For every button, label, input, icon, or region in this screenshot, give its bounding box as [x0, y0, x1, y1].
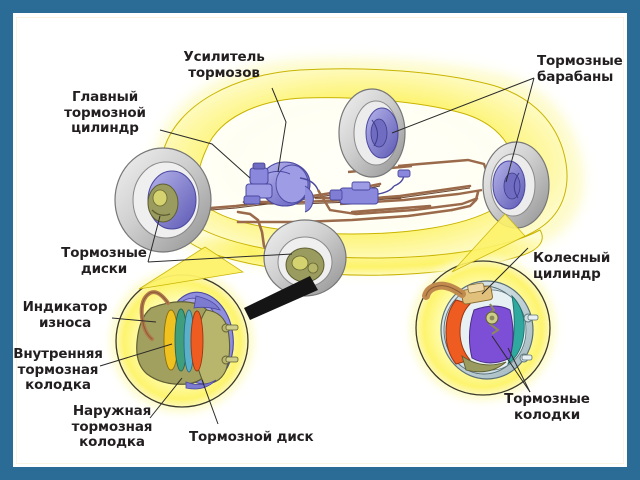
- leader-inner-pad: [99, 343, 173, 367]
- drum-brake-assembly: [422, 280, 539, 380]
- leader-master-cylinder: [159, 129, 251, 179]
- label-brake-booster: Усилитель тормозов: [183, 49, 265, 81]
- leader-brake-discs-a: [147, 215, 161, 263]
- label-wheel-cylinder: Колесный цилиндр: [533, 250, 611, 282]
- callout-leaders: [99, 77, 535, 425]
- leader-brake-shoes-a: [491, 335, 531, 393]
- label-outer-brake-pad: Наружная тормозная колодка: [71, 403, 153, 450]
- wheel-front-right: [263, 219, 347, 297]
- leader-outer-pad: [149, 377, 183, 419]
- label-brake-shoes: Тормозные колодки: [504, 391, 590, 423]
- leader-brake-booster: [271, 87, 287, 173]
- leader-brake-drums-b: [505, 77, 535, 183]
- label-brake-drums: Тормозные барабаны: [537, 53, 623, 85]
- wheel-rear-left: [338, 88, 406, 178]
- wheel-front-left: [114, 147, 212, 253]
- detail-circle-drum-brake: [410, 213, 556, 401]
- leader-brake-disc: [201, 379, 219, 425]
- wheel-rear-right: [482, 141, 550, 229]
- label-master-cylinder: Главный тормозной цилиндр: [64, 89, 146, 136]
- label-wear-indicator: Индикатор износа: [22, 299, 108, 331]
- leader-wheel-cylinder: [481, 247, 529, 295]
- leader-brake-drums-a: [391, 77, 535, 134]
- leader-brake-discs-b: [147, 253, 293, 263]
- disc-brake-assembly: [136, 290, 239, 390]
- pressure-regulator: [329, 169, 411, 205]
- label-brake-disc: Тормозной диск: [189, 429, 314, 445]
- leader-brake-shoes-b: [507, 347, 531, 393]
- leader-wear-indicator: [111, 317, 157, 323]
- detail-circle-disc-brake: [110, 246, 318, 413]
- brake-booster-assembly: [243, 161, 319, 213]
- label-brake-discs: Тормозные диски: [61, 245, 147, 277]
- label-inner-brake-pad: Внутренняя тормозная колодка: [13, 346, 103, 393]
